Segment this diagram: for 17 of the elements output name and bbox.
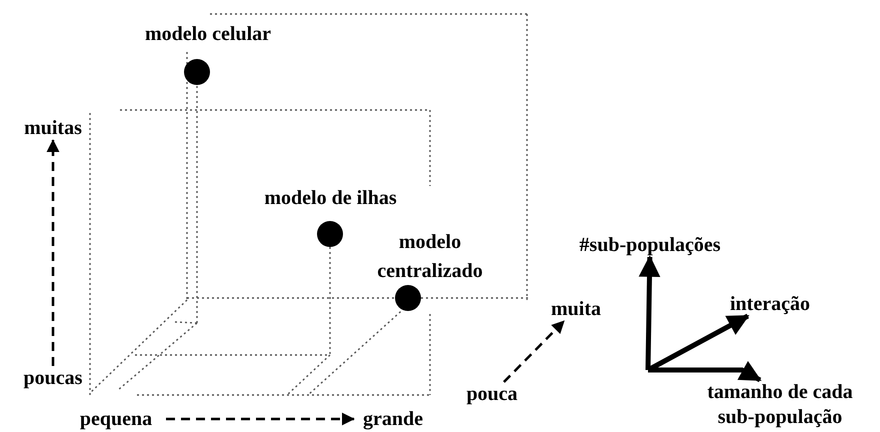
axis-arrow [648, 360, 762, 382]
point-label: modelo de ilhas [263, 186, 398, 210]
axis-label: grande [362, 407, 424, 431]
axis-arrow [638, 255, 660, 370]
axis-label: muita [550, 297, 602, 321]
dashed-arrow [46, 139, 60, 366]
axis-label: pouca [465, 382, 519, 406]
axis-label: tamanho de cada sub-população [706, 380, 854, 430]
dashed-arrow [166, 412, 355, 426]
dashed-arrow [503, 320, 565, 383]
axis-label: muitas [23, 116, 83, 140]
point-label: modelo celular [144, 22, 272, 46]
axis-label: pequena [78, 407, 154, 431]
axis-label: #sub-populações [578, 233, 722, 257]
point-label: modelo centralizado [376, 230, 484, 284]
axis-label: poucas [22, 366, 84, 390]
axis-label: interação [729, 292, 811, 316]
